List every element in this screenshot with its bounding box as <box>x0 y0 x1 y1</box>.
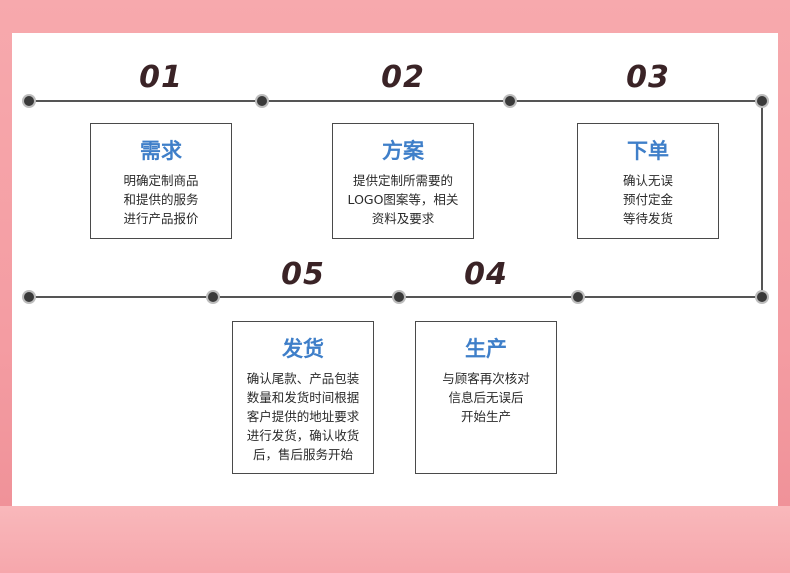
timeline-dot <box>208 292 218 302</box>
desc-line: 与顾客再次核对 <box>442 371 530 386</box>
process-panel <box>12 33 778 506</box>
timeline-top-line <box>28 100 762 102</box>
step-card-production: 生产 与顾客再次核对 信息后无误后 开始生产 <box>415 321 557 474</box>
timeline-dot <box>757 96 767 106</box>
desc-line: 后，售后服务开始 <box>252 447 353 462</box>
step-card-shipping: 发货 确认尾款、产品包装 数量和发货时间根据 客户提供的地址要求 进行发货，确认… <box>232 321 374 474</box>
desc-line: 确认无误 <box>622 173 673 188</box>
desc-line: 确认尾款、产品包装 <box>246 371 360 386</box>
desc-line: 客户提供的地址要求 <box>246 409 360 424</box>
step-description: 确认尾款、产品包装 数量和发货时间根据 客户提供的地址要求 进行发货，确认收货 … <box>233 369 373 464</box>
step-card-requirement: 需求 明确定制商品 和提供的服务 进行产品报价 <box>90 123 232 239</box>
desc-line: 资料及要求 <box>371 211 435 226</box>
timeline-dot <box>505 96 515 106</box>
step-number-03: 03 <box>626 60 670 95</box>
step-number-04: 04 <box>464 257 508 292</box>
desc-line: 和提供的服务 <box>123 192 199 207</box>
step-title: 下单 <box>627 139 669 163</box>
bottom-band <box>0 506 790 573</box>
timeline-dot <box>394 292 404 302</box>
desc-line: 数量和发货时间根据 <box>246 390 360 405</box>
timeline-dot <box>757 292 767 302</box>
step-title: 方案 <box>382 139 424 163</box>
step-card-order: 下单 确认无误 预付定金 等待发货 <box>577 123 719 239</box>
desc-line: 预付定金 <box>622 192 673 207</box>
step-description: 确认无误 预付定金 等待发货 <box>578 171 718 228</box>
desc-line: 进行产品报价 <box>123 211 199 226</box>
step-description: 与顾客再次核对 信息后无误后 开始生产 <box>416 369 556 426</box>
desc-line: 进行发货，确认收货 <box>246 428 360 443</box>
step-description: 提供定制所需要的 LOGO图案等，相关 资料及要求 <box>333 171 473 228</box>
timeline-right-connector <box>761 101 763 297</box>
step-description: 明确定制商品 和提供的服务 进行产品报价 <box>91 171 231 228</box>
step-title: 生产 <box>465 337 507 361</box>
desc-line: 开始生产 <box>460 409 511 424</box>
desc-line: 等待发货 <box>622 211 673 226</box>
step-number-05: 05 <box>281 257 325 292</box>
desc-line: 信息后无误后 <box>448 390 524 405</box>
timeline-dot <box>24 96 34 106</box>
desc-line: 提供定制所需要的 <box>352 173 453 188</box>
timeline-dot <box>24 292 34 302</box>
step-card-plan: 方案 提供定制所需要的 LOGO图案等，相关 资料及要求 <box>332 123 474 239</box>
step-number-01: 01 <box>139 60 183 95</box>
step-title: 需求 <box>140 139 182 163</box>
timeline-dot <box>573 292 583 302</box>
desc-line: LOGO图案等，相关 <box>347 192 459 207</box>
desc-line: 明确定制商品 <box>123 173 199 188</box>
step-title: 发货 <box>282 337 324 361</box>
timeline-dot <box>257 96 267 106</box>
step-number-02: 02 <box>381 60 425 95</box>
